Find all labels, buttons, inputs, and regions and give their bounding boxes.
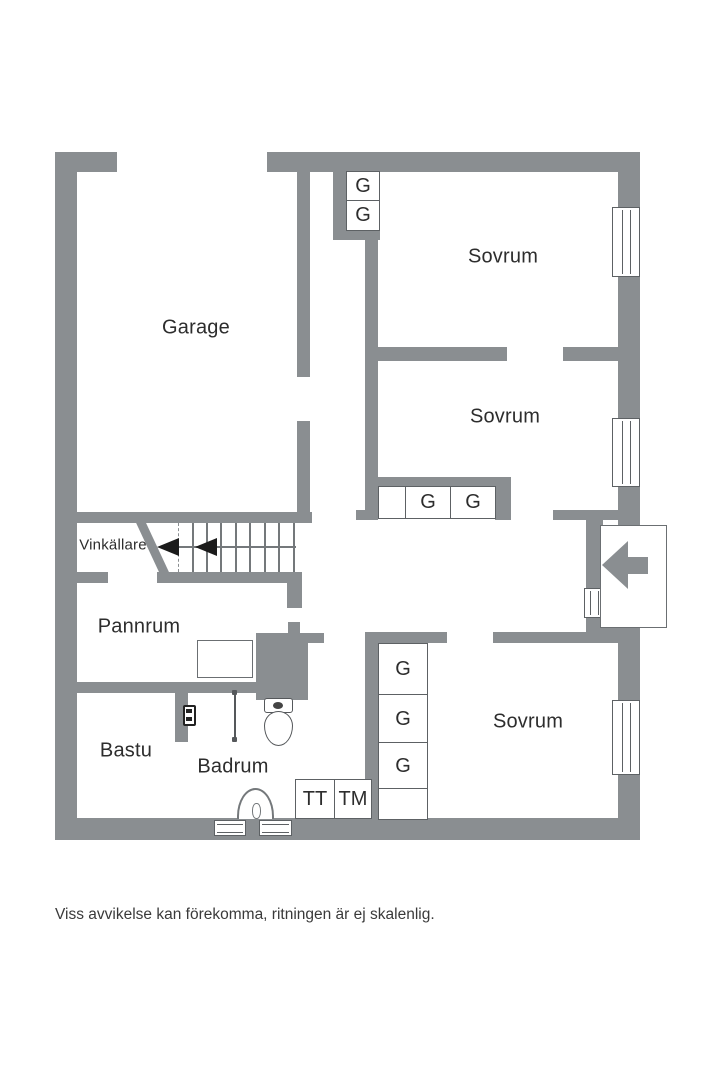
outer-wall-right-4	[618, 627, 640, 701]
room-label-sovrum-3: Sovrum	[492, 710, 564, 733]
outer-wall-right-3	[618, 486, 640, 527]
stair-walk-line	[162, 546, 296, 548]
wardrobe-label: G	[420, 491, 436, 513]
hall-southeast-wall	[553, 510, 618, 520]
stairs-bottom-wall	[157, 572, 302, 583]
chimney-block	[256, 633, 308, 700]
wardrobe-label: G	[355, 204, 371, 226]
stair-tread	[293, 523, 295, 572]
washer-label: TM	[338, 787, 368, 810]
window-pane	[590, 591, 599, 615]
window-pane	[262, 824, 289, 833]
wardrobe-label: G	[395, 707, 411, 730]
hall-closet-side-wall	[333, 170, 346, 240]
wardrobe-label: G	[395, 658, 411, 680]
garage-right-wall-lower	[297, 421, 310, 522]
outer-wall-right-1	[618, 152, 640, 209]
wardrobe-cell	[378, 788, 428, 820]
window-icon	[259, 820, 292, 836]
stairs-wall-notch	[287, 583, 302, 608]
stair-tread	[264, 523, 266, 572]
wardrobe-cell: G	[346, 200, 380, 231]
dryer-label: TT	[302, 787, 328, 810]
stair-tread	[235, 523, 237, 572]
hall-closet-bottom-wall	[333, 228, 380, 240]
room-label-sovrum-2: Sovrum	[469, 405, 541, 428]
shower-icon	[234, 692, 236, 740]
wardrobe-cell: G	[405, 486, 451, 519]
outer-wall-bottom	[55, 818, 640, 840]
room-label-sovrum-1: Sovrum	[467, 245, 539, 268]
bedroom-west-wall	[365, 240, 378, 520]
stair-tread	[278, 523, 280, 572]
hall-bottom-wall-left	[365, 632, 447, 643]
window-pane	[622, 703, 631, 772]
stairs-direction-arrow-icon	[195, 538, 217, 556]
sovrum2-closet-end-cap	[495, 477, 511, 520]
disclaimer-text: Viss avvikelse kan förekomma, ritningen …	[55, 906, 435, 923]
entry-corner-wall	[588, 620, 602, 643]
wardrobe-cell: G	[378, 742, 428, 790]
window-icon	[612, 207, 640, 277]
garage-bottom-wall	[77, 512, 312, 523]
wardrobe-cell: G	[378, 643, 428, 696]
stair-tread	[220, 523, 222, 572]
sovrum1-sovrum2-divider-left	[378, 347, 507, 361]
chimney-arm-wall	[308, 633, 324, 643]
boiler-icon	[197, 640, 253, 678]
wardrobe-label: G	[395, 754, 411, 777]
window-icon	[612, 700, 640, 775]
room-label-bastu: Bastu	[99, 739, 153, 762]
window-pane	[217, 824, 243, 833]
window-icon	[214, 820, 246, 836]
outer-wall-top	[267, 152, 640, 172]
chimney-notch	[288, 622, 300, 633]
window-pane	[622, 421, 631, 484]
room-label-vinkallare: Vinkällare	[79, 536, 147, 554]
wardrobe-cell	[378, 486, 406, 519]
entry-side-wall-upper	[586, 520, 603, 589]
stair-tread	[249, 523, 251, 572]
room-label-badrum: Badrum	[197, 755, 269, 778]
window-icon	[612, 418, 640, 487]
outer-wall-right-5	[618, 774, 640, 820]
washer-box: TM	[334, 779, 372, 819]
entry-arrow-tail	[627, 557, 648, 574]
garage-right-wall-upper	[297, 172, 310, 377]
shower-rail-end	[232, 737, 237, 742]
wardrobe-cell: G	[378, 694, 428, 744]
stair-tread	[192, 523, 194, 572]
entry-sill-wall	[600, 628, 637, 643]
sovrum1-sovrum2-divider-right	[563, 347, 620, 361]
wardrobe-cell: G	[450, 486, 496, 519]
wardrobe-cell: G	[346, 171, 380, 202]
sauna-heater-detail	[186, 709, 192, 713]
shower-rail-end	[232, 690, 237, 695]
window-pane	[622, 210, 631, 274]
sauna-heater-detail	[186, 717, 192, 721]
wardrobe-label: G	[465, 491, 481, 513]
room-label-garage: Garage	[162, 316, 230, 339]
toilet-icon	[264, 711, 293, 746]
outer-wall-right-2	[618, 277, 640, 419]
wardrobe-label: G	[355, 175, 371, 197]
pannrum-bottom-wall	[77, 682, 256, 693]
entry-arrow-icon	[602, 541, 628, 589]
window-icon	[584, 588, 604, 618]
hall-bottom-wall-right	[493, 632, 590, 643]
bedroom-west-wall-foot	[356, 510, 378, 520]
toilet-button	[273, 702, 283, 709]
sink-knob	[252, 803, 261, 819]
dryer-box: TT	[295, 779, 335, 819]
outer-wall-left	[55, 152, 77, 840]
sovrum2-closet-top-wall	[376, 477, 507, 487]
sovrum3-closet-side-wall	[365, 643, 378, 820]
room-label-pannrum: Pannrum	[97, 615, 181, 638]
vinkallare-bottom-wall	[77, 572, 108, 583]
stairs-direction-arrow-icon	[157, 538, 179, 556]
